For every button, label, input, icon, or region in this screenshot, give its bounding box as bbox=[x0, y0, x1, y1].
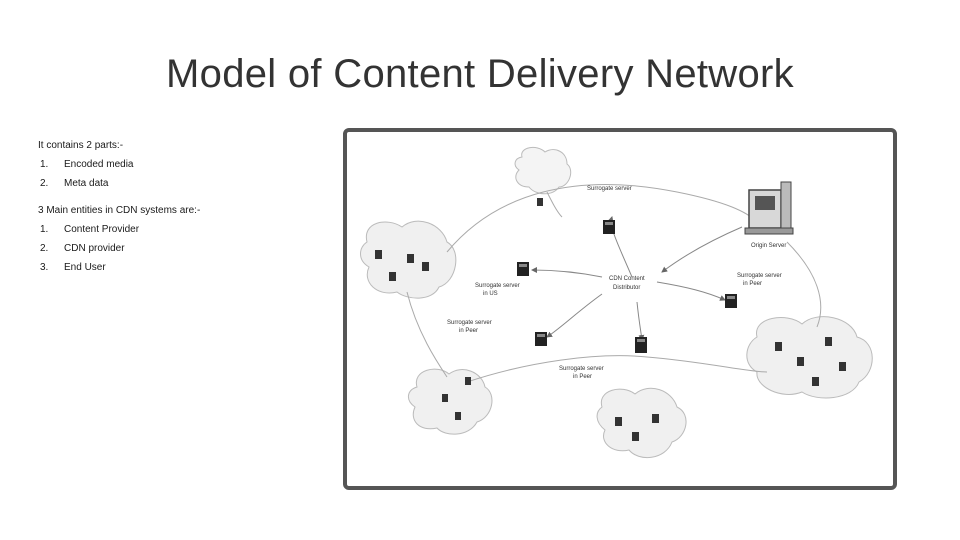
user-cloud-right bbox=[746, 316, 873, 399]
link-center-right bbox=[656, 281, 726, 301]
list-number: 2. bbox=[40, 178, 49, 189]
list-number: 1. bbox=[40, 224, 49, 235]
list-number: 3. bbox=[40, 262, 49, 273]
list-item: 1. Encoded media bbox=[38, 159, 328, 170]
left-text-panel: It contains 2 parts:- 1. Encoded media 2… bbox=[38, 140, 328, 281]
surrogate-right-label-2: in Peer bbox=[743, 281, 762, 287]
cdn-distributor-label-2: Distributor bbox=[613, 285, 640, 291]
list-number: 1. bbox=[40, 159, 49, 170]
link-center-bottom bbox=[636, 301, 645, 341]
surrogate-leftlow-label-2: in Peer bbox=[459, 328, 478, 334]
link-origin-center bbox=[661, 226, 743, 273]
surrogate-top-label: Surrogate server bbox=[587, 186, 632, 192]
client-computers bbox=[375, 198, 846, 441]
list-label: Encoded media bbox=[64, 159, 134, 170]
list-label: Meta data bbox=[64, 178, 109, 189]
link-arc-left bbox=[406, 291, 448, 378]
list-label: CDN provider bbox=[64, 243, 125, 254]
link-arc-top bbox=[446, 184, 758, 253]
link-center-top bbox=[607, 216, 633, 278]
surrogate-right-label-1: Surrogate server bbox=[737, 273, 782, 279]
link-center-midleft bbox=[531, 267, 603, 278]
surrogate-server-midleft-icon bbox=[517, 262, 529, 276]
list-item: 2. CDN provider bbox=[38, 243, 328, 254]
surrogate-midleft-label-1: Surrogate server bbox=[475, 283, 520, 289]
section-heading-entities: 3 Main entities in CDN systems are:- bbox=[38, 205, 201, 216]
cdn-diagram-frame: Origin Server CDN Content Distributor Su… bbox=[343, 128, 897, 490]
link-arc-right bbox=[786, 241, 822, 328]
link-center-leftlow bbox=[546, 293, 603, 338]
surrogate-server-leftlow-icon bbox=[535, 332, 547, 346]
user-cloud-bottom-left bbox=[408, 368, 493, 435]
list-item: 3. End User bbox=[38, 262, 328, 273]
user-cloud-top bbox=[514, 146, 572, 195]
surrogate-server-right-icon bbox=[725, 294, 737, 308]
section-heading-parts: It contains 2 parts:- bbox=[38, 140, 124, 151]
slide-title: Model of Content Delivery Network bbox=[166, 52, 794, 96]
link-arc-bottom bbox=[466, 355, 768, 383]
list-number: 2. bbox=[40, 243, 49, 254]
surrogate-server-top-icon bbox=[603, 220, 615, 234]
surrogate-bottom-label-1: Surrogate server bbox=[559, 366, 604, 372]
origin-server-label: Origin Server bbox=[751, 243, 786, 249]
surrogate-server-bottom-icon bbox=[635, 337, 647, 353]
surrogate-leftlow-label-1: Surrogate server bbox=[447, 320, 492, 326]
list-item: 1. Content Provider bbox=[38, 224, 328, 235]
list-label: End User bbox=[64, 262, 106, 273]
user-cloud-bottom bbox=[596, 387, 687, 458]
surrogate-midleft-label-2: in US bbox=[483, 291, 498, 297]
list-label: Content Provider bbox=[64, 224, 140, 235]
cdn-distributor-label-1: CDN Content bbox=[609, 276, 645, 282]
link-top-cloud bbox=[546, 191, 563, 218]
cdn-network-diagram: Origin Server CDN Content Distributor Su… bbox=[360, 146, 873, 458]
surrogate-bottom-label-2: in Peer bbox=[573, 374, 592, 380]
origin-server-icon bbox=[744, 181, 794, 235]
list-item: 2. Meta data bbox=[38, 178, 328, 189]
